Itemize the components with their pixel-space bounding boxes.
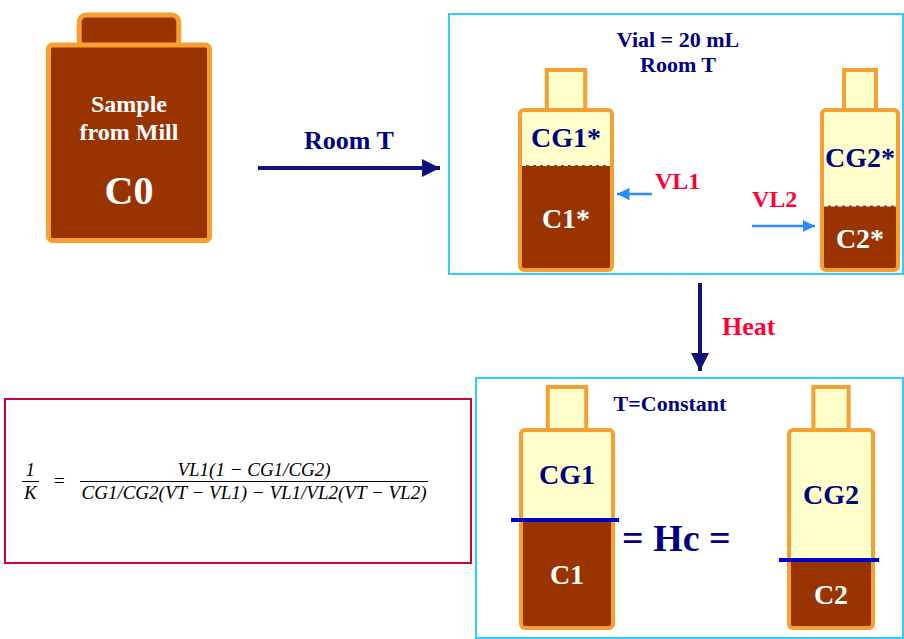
interface-line xyxy=(522,164,610,166)
vial-shape xyxy=(519,385,615,630)
equilibrium-line xyxy=(511,518,619,522)
bottle-cap xyxy=(79,15,179,47)
vial-outline xyxy=(822,110,898,270)
vial-outline xyxy=(520,110,612,270)
vial-shape xyxy=(518,68,614,272)
sample-bottle: Sample from MillC0 xyxy=(46,13,212,243)
vial-outline xyxy=(789,430,873,628)
formula-denominator: CG1/CG2(VT − VL1) − VL1/VL2(VT − VL2) xyxy=(80,481,429,504)
bottle-body xyxy=(49,45,210,241)
formula-numerator: 1 xyxy=(24,459,38,481)
headspace xyxy=(521,430,613,520)
formula-equals: = xyxy=(51,470,68,491)
liquid-concentration: C1* xyxy=(542,203,590,235)
vial-cap xyxy=(548,387,586,432)
formula-box: 1K = VL1(1 − CG1/CG2)CG1/CG2(VT − VL1) − V… xyxy=(4,398,472,564)
process-arrow xyxy=(698,283,702,371)
sample-label: Sample from Mill xyxy=(69,91,189,146)
headspace-vial: CG2C2 xyxy=(787,385,875,630)
volume-leader xyxy=(617,193,652,196)
vial-cap xyxy=(844,70,876,112)
gas-concentration: CG1 xyxy=(539,459,595,491)
gas-concentration: CG2* xyxy=(825,142,895,174)
volume-label: VL2 xyxy=(752,186,797,213)
headspace xyxy=(789,430,873,560)
headspace xyxy=(822,110,898,206)
headspace-vial: CG2* C2* xyxy=(820,68,900,272)
vial-cap xyxy=(813,387,848,432)
liquid-concentration: C2* xyxy=(836,223,884,255)
vial-cap xyxy=(547,70,585,112)
equilibrium-line xyxy=(779,558,879,562)
headspace xyxy=(520,110,612,165)
liquid-concentration: C2 xyxy=(814,579,848,611)
panel-title: T=Constant xyxy=(595,391,745,416)
gas-concentration: CG1* xyxy=(531,122,601,154)
liquid xyxy=(520,165,612,270)
headspace-vial: CG1C1 xyxy=(519,385,615,630)
equilibrium-label: = Hc = xyxy=(622,516,731,560)
vial-outline xyxy=(521,430,613,628)
volume-label: VL1 xyxy=(655,168,700,195)
formula-numerator: VL1(1 − CG1/CG2) xyxy=(175,459,332,481)
step-label: Room T xyxy=(304,126,394,156)
volume-leader xyxy=(752,225,815,228)
step-panel: Vial = 20 mL Room T CG1* C1* CG2* C2* xyxy=(448,13,904,275)
process-arrow xyxy=(258,166,440,170)
liquid xyxy=(789,560,873,628)
liquid xyxy=(822,206,898,270)
gas-concentration: CG2 xyxy=(803,479,859,511)
liquid xyxy=(521,520,613,628)
interface-line xyxy=(824,205,896,207)
panel-title: Vial = 20 mL Room T xyxy=(598,27,758,78)
concentration-symbol: C0 xyxy=(105,168,154,214)
headspace-vial: CG1* C1* xyxy=(518,68,614,272)
formula-denominator: K xyxy=(22,481,39,504)
liquid-concentration: C1 xyxy=(550,559,584,591)
step-panel: T=ConstantCG1C1 CG2C2 xyxy=(475,377,904,639)
step-label: Heat xyxy=(722,312,775,342)
